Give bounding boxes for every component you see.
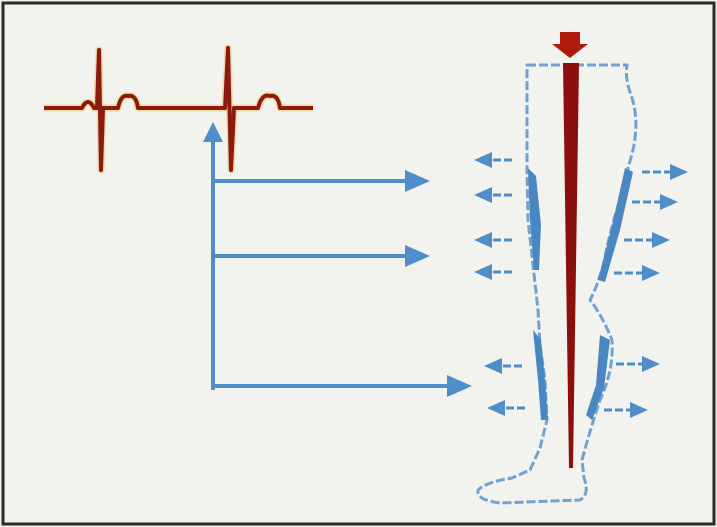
compression-diagram	[0, 0, 717, 527]
